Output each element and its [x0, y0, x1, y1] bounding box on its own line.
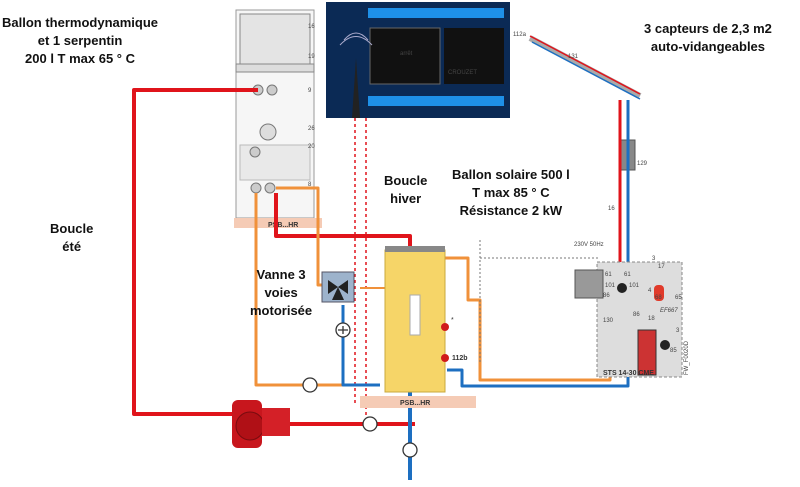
port-label: 16: [308, 24, 315, 30]
port-label: 9: [308, 88, 312, 94]
part-label: 101: [629, 283, 640, 289]
label-line: été: [62, 239, 82, 254]
label-line: hiver: [390, 191, 422, 206]
label-line: Boucle: [50, 221, 94, 236]
part-label: 61: [624, 272, 631, 278]
collector-ref: 131: [568, 54, 579, 60]
winter-loop-label: Boucle hiver: [384, 172, 427, 208]
solar-tank-label: Ballon solaire 500 l T max 85 ° C Résist…: [452, 166, 570, 220]
thermodynamic-tank: PSB...HR 16 19 9 26 20 8: [234, 9, 322, 229]
part-label: 4: [648, 288, 652, 294]
fw-label: FW_F0020D: [684, 340, 690, 375]
summer-loop-hot-pipe: [132, 88, 258, 416]
sensor-star-label: *: [451, 317, 454, 324]
antenna-icon: [352, 58, 360, 118]
part-label: 86: [633, 312, 640, 318]
check-valves: [302, 322, 418, 458]
sensor-wiring: [479, 240, 600, 362]
control-wiring: [354, 118, 367, 418]
solar-tank-base-label: PSB...HR: [400, 400, 430, 407]
pipe-label: 16: [608, 206, 615, 212]
summer-loop-label: Boucle été: [50, 220, 93, 256]
pipe-label: 129: [637, 161, 648, 167]
circulator-pump: [232, 400, 290, 448]
controller-image: arrêt CROUZET: [326, 2, 510, 118]
solar-station: STS 14-30 CME EF667 FW_F0020D 230V 50Hz …: [574, 242, 690, 378]
part-label: 68: [655, 295, 662, 301]
three-way-valve: [321, 271, 355, 303]
part-label: 85: [670, 348, 677, 354]
port-label: 8: [308, 182, 312, 188]
part-label: 86: [603, 293, 610, 299]
sensor-112b: [441, 354, 449, 362]
collectors-label: 3 capteurs de 2,3 m2 auto-vidangeables: [644, 20, 772, 56]
part-label: 3: [676, 328, 680, 334]
port-label: 20: [308, 144, 315, 150]
part-label: 101: [605, 283, 616, 289]
label-line: motorisée: [250, 303, 313, 318]
thermo-tank-base-label: PSB...HR: [268, 222, 298, 229]
part-label: 61: [605, 272, 612, 278]
label-line: Vanne 3: [256, 267, 306, 282]
label-line: Boucle: [384, 173, 428, 188]
part-label: 3: [652, 256, 656, 262]
port-label: 19: [308, 54, 315, 60]
label-line: 3 capteurs de 2,3 m2: [644, 21, 772, 36]
station-label: STS 14-30 CME: [603, 370, 654, 377]
power-label: 230V 50Hz: [574, 242, 604, 248]
label-line: auto-vidangeables: [650, 39, 766, 54]
label-line: T max 85 ° C: [472, 185, 550, 200]
solar-tank: * 112b PSB...HR: [360, 246, 476, 408]
expansion-label: EF667: [660, 308, 678, 314]
sensor-label: 112a: [513, 32, 527, 38]
controller-display: arrêt: [400, 51, 413, 57]
label-line: 200 l T max 65 ° C: [25, 51, 135, 66]
thermo-tank-label: Ballon thermodynamique et 1 serpentin 20…: [2, 14, 158, 68]
valve-label: Vanne 3 voies motorisée: [250, 266, 312, 320]
part-label: 65: [675, 295, 682, 301]
winter-loop-hot-pipe: [274, 193, 412, 250]
label-line: voies: [264, 285, 298, 300]
valve-cold-pipe: [341, 305, 380, 387]
port-label: 26: [308, 126, 315, 132]
part-label: 130: [603, 318, 614, 324]
controller-brand: CROUZET: [448, 70, 477, 76]
label-line: Ballon solaire 500 l: [452, 167, 570, 182]
label-line: et 1 serpentin: [37, 33, 123, 48]
part-label: 17: [658, 264, 665, 270]
sensor-star: [441, 323, 449, 331]
label-line: Ballon thermodynamique: [2, 15, 159, 30]
summer-return-pipe: [254, 193, 380, 387]
part-label: 18: [648, 316, 655, 322]
sensor-112b-label: 112b: [452, 355, 468, 362]
label-line: Résistance 2 kW: [459, 203, 563, 218]
